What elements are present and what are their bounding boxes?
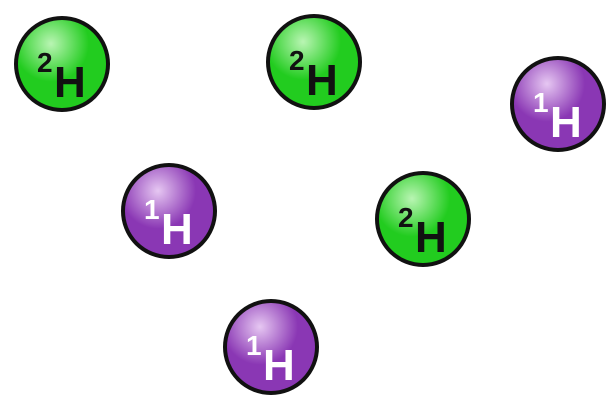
element-symbol-label: H xyxy=(306,56,338,105)
protium-atom: 1 H xyxy=(117,159,221,263)
mass-number-label: 2 xyxy=(37,47,53,78)
atom-sphere: 1 H xyxy=(117,159,221,263)
element-symbol-label: H xyxy=(263,341,295,390)
element-symbol-label: H xyxy=(415,213,447,262)
mass-number-label: 2 xyxy=(398,202,414,233)
deuterium-atom: 2 H xyxy=(371,167,475,271)
deuterium-atom: 2 H xyxy=(10,12,114,116)
atom-sphere: 1 H xyxy=(506,52,609,156)
atom-sphere: 2 H xyxy=(262,10,366,114)
protium-atom: 1 H xyxy=(506,52,609,156)
protium-atom: 1 H xyxy=(219,295,323,399)
mass-number-label: 1 xyxy=(246,330,262,361)
element-symbol-label: H xyxy=(161,205,193,254)
mass-number-label: 1 xyxy=(533,87,549,118)
element-symbol-label: H xyxy=(54,58,86,107)
atom-sphere: 2 H xyxy=(10,12,114,116)
mass-number-label: 1 xyxy=(144,194,160,225)
atom-sphere: 2 H xyxy=(371,167,475,271)
deuterium-atom: 2 H xyxy=(262,10,366,114)
mass-number-label: 2 xyxy=(289,45,305,76)
atom-sphere: 1 H xyxy=(219,295,323,399)
element-symbol-label: H xyxy=(550,98,582,147)
